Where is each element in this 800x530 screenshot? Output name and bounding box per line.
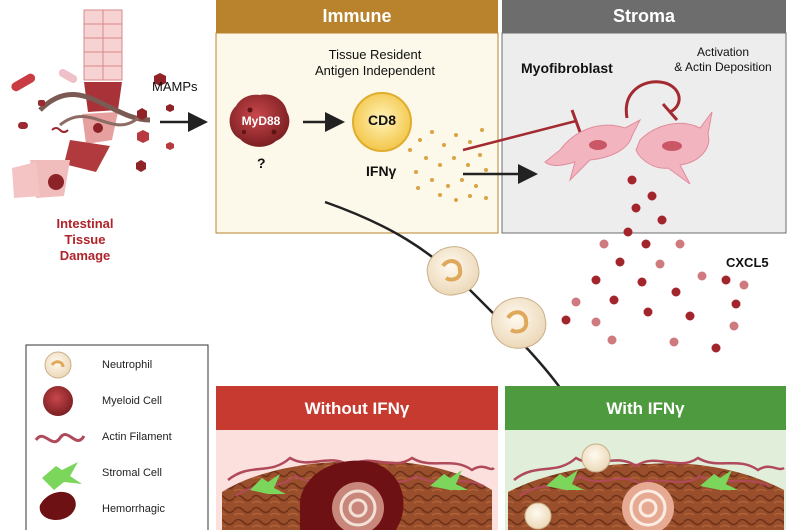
cxcl5-label: CXCL5 xyxy=(726,255,769,270)
myeloid-cell-icon xyxy=(43,386,73,416)
without-panel-header xyxy=(216,386,498,430)
activation-loop xyxy=(624,80,681,119)
hemorrhagic-icon xyxy=(39,491,76,520)
mamps-label: MAMPs xyxy=(152,79,198,94)
without-ifng-title: Without IFNγ xyxy=(304,399,410,418)
cd8-cell xyxy=(352,92,412,152)
stroma-title: Stroma xyxy=(612,6,675,26)
myofibroblast-cells xyxy=(544,111,713,185)
stroma-panel-header xyxy=(502,0,786,33)
stromal-cell-icon xyxy=(42,462,82,490)
stroma-panel-body xyxy=(501,32,787,234)
inhibition-bar xyxy=(570,109,582,133)
immune-title: Immune xyxy=(322,6,392,26)
myofibroblast-label: Myofibroblast xyxy=(521,60,613,76)
inhibition-line xyxy=(462,119,577,152)
activation-label: Activation & Actin Deposition xyxy=(674,45,772,74)
cxcl5-dots xyxy=(561,175,749,353)
tissue-resident-label: Tissue Resident Antigen Independent xyxy=(315,47,435,78)
neutrophil-migration-arrow xyxy=(324,200,577,413)
cd8-label: CD8 xyxy=(367,112,396,128)
intestinal-epithelium-illustration xyxy=(11,9,174,198)
intestinal-damage-label: Intestinal Tissue Damage xyxy=(56,216,114,263)
legend-label-actin-filament: Actin Filament xyxy=(102,431,172,443)
legend-label-stromal-cell: Stromal Cell xyxy=(102,467,162,479)
ifng-label: IFNγ xyxy=(366,163,397,179)
myd88-label: MyD88 xyxy=(241,114,281,128)
neutrophil-icon xyxy=(44,351,72,379)
actin-filament-icon xyxy=(34,433,86,444)
legend-label-neutrophil: Neutrophil xyxy=(102,359,153,371)
immune-panel-header xyxy=(216,0,498,33)
ifng-dots xyxy=(408,128,488,202)
question-mark: ? xyxy=(257,155,266,171)
with-ifng-title: With IFNγ xyxy=(606,399,685,418)
neutrophil-cells xyxy=(426,246,547,349)
without-ifng-tissue xyxy=(222,456,495,530)
myd88-cell xyxy=(229,94,290,147)
legend-label-hemorrhagic: Hemorrhagic xyxy=(102,503,165,515)
legend-label-myeloid-cell: Myeloid Cell xyxy=(102,395,162,407)
with-panel-header xyxy=(505,386,786,430)
with-ifng-tissue xyxy=(508,443,785,530)
